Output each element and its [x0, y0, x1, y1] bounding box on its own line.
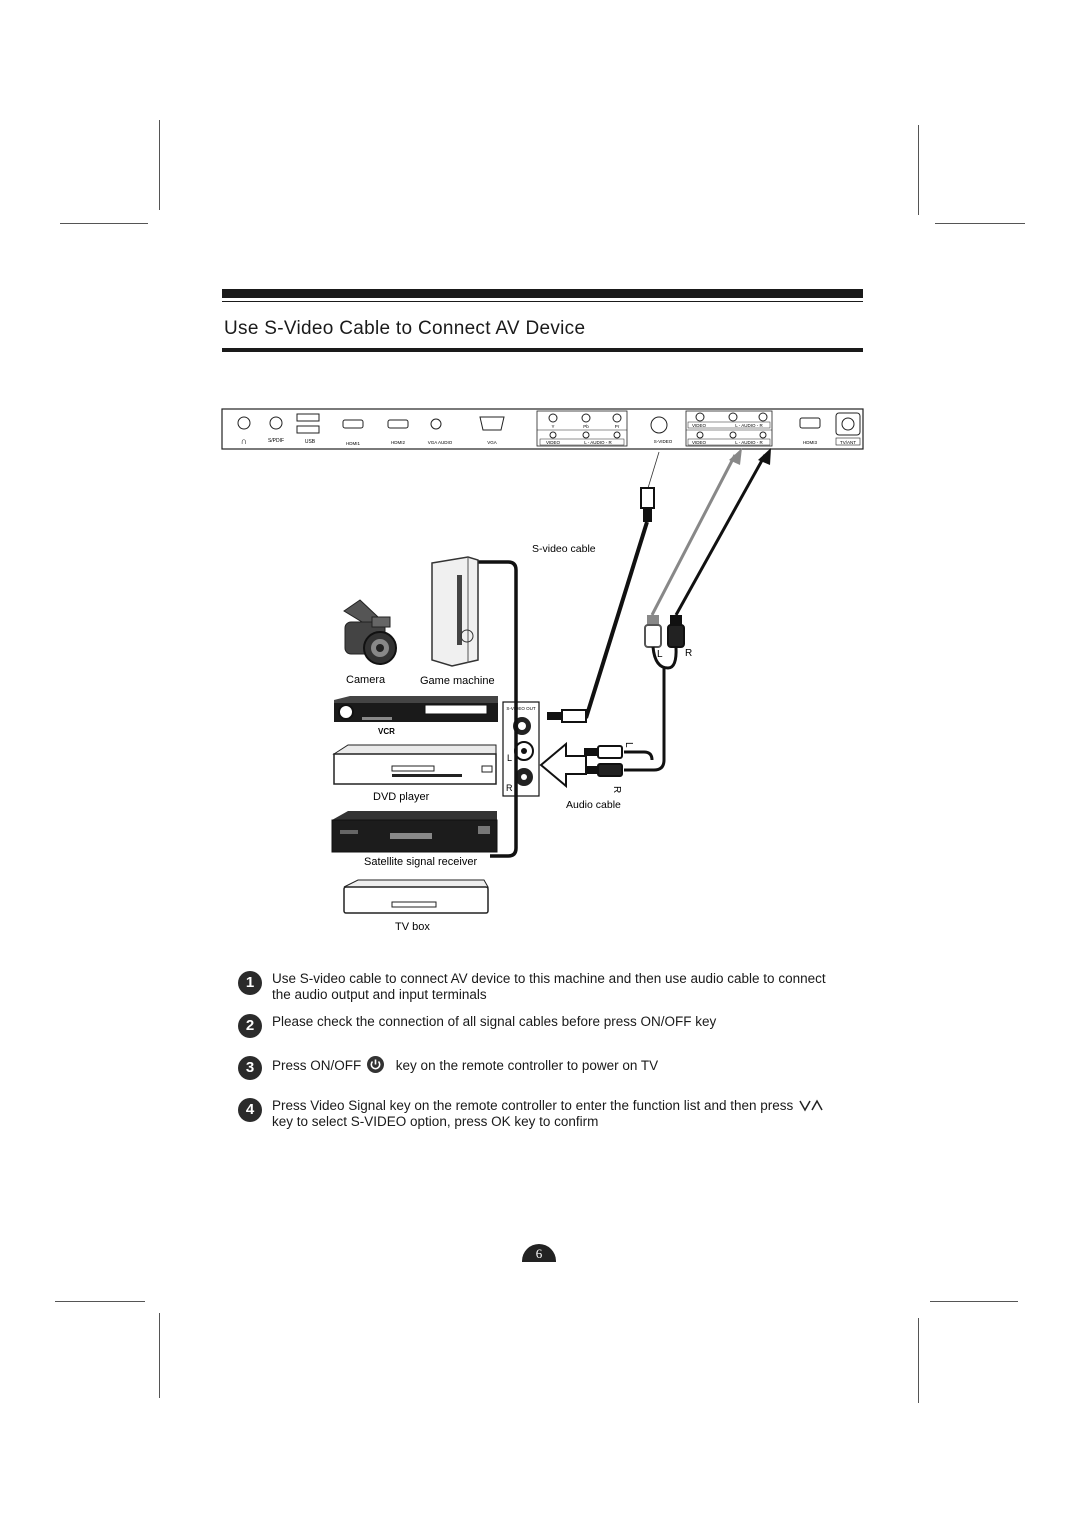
arrow-icon [539, 741, 587, 789]
cable-label: R [611, 786, 622, 793]
page-number: 6 [522, 1244, 556, 1262]
satellite-label: Satellite signal receiver [364, 856, 477, 868]
vcr-label: VCR [378, 727, 395, 736]
plug-label: R [685, 648, 692, 659]
step-text: Press Video Signal key on the remote con… [272, 1098, 794, 1113]
device-group-bracket [476, 560, 518, 858]
crop-mark [55, 1301, 145, 1302]
camera-label: Camera [346, 674, 386, 686]
camera-icon [343, 599, 397, 665]
port-label: TV/ANT [840, 440, 856, 445]
audio-cable-r [674, 454, 767, 616]
header-bar [222, 289, 863, 298]
step-text: Use S-video cable to connect AV device t… [272, 971, 826, 1002]
port-label: USB [305, 439, 316, 445]
title-underline [222, 348, 863, 352]
page-title: Use S-Video Cable to Connect AV Device [224, 318, 586, 339]
step-number: 4 [238, 1098, 262, 1122]
crop-mark [159, 120, 160, 210]
step-text: Please check the connection of all signa… [272, 1014, 717, 1029]
jack-label: R [506, 783, 513, 793]
game-machine-icon [431, 556, 479, 667]
cable-label: L [623, 742, 634, 748]
port-label: L - AUDIO - R [584, 440, 612, 445]
device-jack-panel: S-VIDEO OUT L R [502, 701, 540, 797]
tv-back-panel: ∩ S/PDIF USB HDMI1 HDMI2 VGA AUDIO VGA Y… [221, 408, 864, 450]
tv-box-label: TV box [395, 921, 430, 933]
vcr-icon [334, 696, 498, 722]
up-down-arrow-icon [799, 1099, 823, 1112]
step-number: 3 [238, 1056, 262, 1080]
crop-mark [60, 223, 148, 224]
arrow-icon [729, 448, 742, 465]
port-label: HDMI3 [803, 440, 817, 445]
step-text: key on the remote controller to power on… [395, 1058, 659, 1073]
arrow-icon [758, 448, 771, 465]
audio-cable-l [650, 454, 737, 616]
headphone-icon: ∩ [241, 436, 247, 446]
port-label: HDMI2 [391, 440, 405, 445]
port-label: L - AUDIO - R [735, 423, 763, 428]
crop-mark [930, 1301, 1018, 1302]
port-label: S/PDIF [268, 438, 284, 444]
step-text: key to select S-VIDEO option, press OK k… [272, 1114, 599, 1129]
port-label: S-VIDEO [654, 439, 673, 444]
game-machine-label: Game machine [420, 675, 495, 687]
svideo-plug-device [547, 709, 587, 723]
port-label: L - AUDIO - R [735, 440, 763, 445]
port-label: Pb [583, 424, 589, 429]
rca-plugs-bottom: L R [584, 742, 634, 793]
tv-box-icon [343, 879, 489, 914]
dvd-player-icon [332, 744, 497, 785]
crop-mark [918, 125, 919, 215]
port-label: S-VIDEO OUT [506, 706, 536, 711]
svideo-plug [640, 487, 655, 522]
satellite-receiver-icon [331, 811, 498, 853]
step-number: 1 [238, 971, 262, 995]
port-label: VGA AUDIO [428, 440, 453, 445]
crop-mark [159, 1313, 160, 1398]
header-rule [222, 301, 863, 302]
port-label: VIDEO [692, 423, 707, 428]
rca-plugs-top: L R [644, 615, 692, 660]
power-icon [367, 1056, 385, 1073]
step-text: Press ON/OFF [272, 1058, 362, 1073]
plug-label: L [657, 649, 663, 660]
svideo-cable-label: S-video cable [532, 543, 596, 555]
port-label: Y [551, 424, 554, 429]
step-number: 2 [238, 1014, 262, 1038]
port-label: VIDEO [692, 440, 707, 445]
dvd-player-label: DVD player [373, 791, 430, 803]
port-label: VGA [487, 440, 497, 445]
audio-cable-label: Audio cable [566, 799, 621, 811]
crop-mark [918, 1318, 919, 1403]
crop-mark [935, 223, 1025, 224]
port-label: VIDEO [546, 440, 561, 445]
port-label: Pr [615, 424, 620, 429]
jack-label: L [507, 753, 512, 763]
connection-diagram: ∩ S/PDIF USB HDMI1 HDMI2 VGA AUDIO VGA Y… [221, 408, 864, 933]
port-label: HDMI1 [346, 441, 360, 446]
